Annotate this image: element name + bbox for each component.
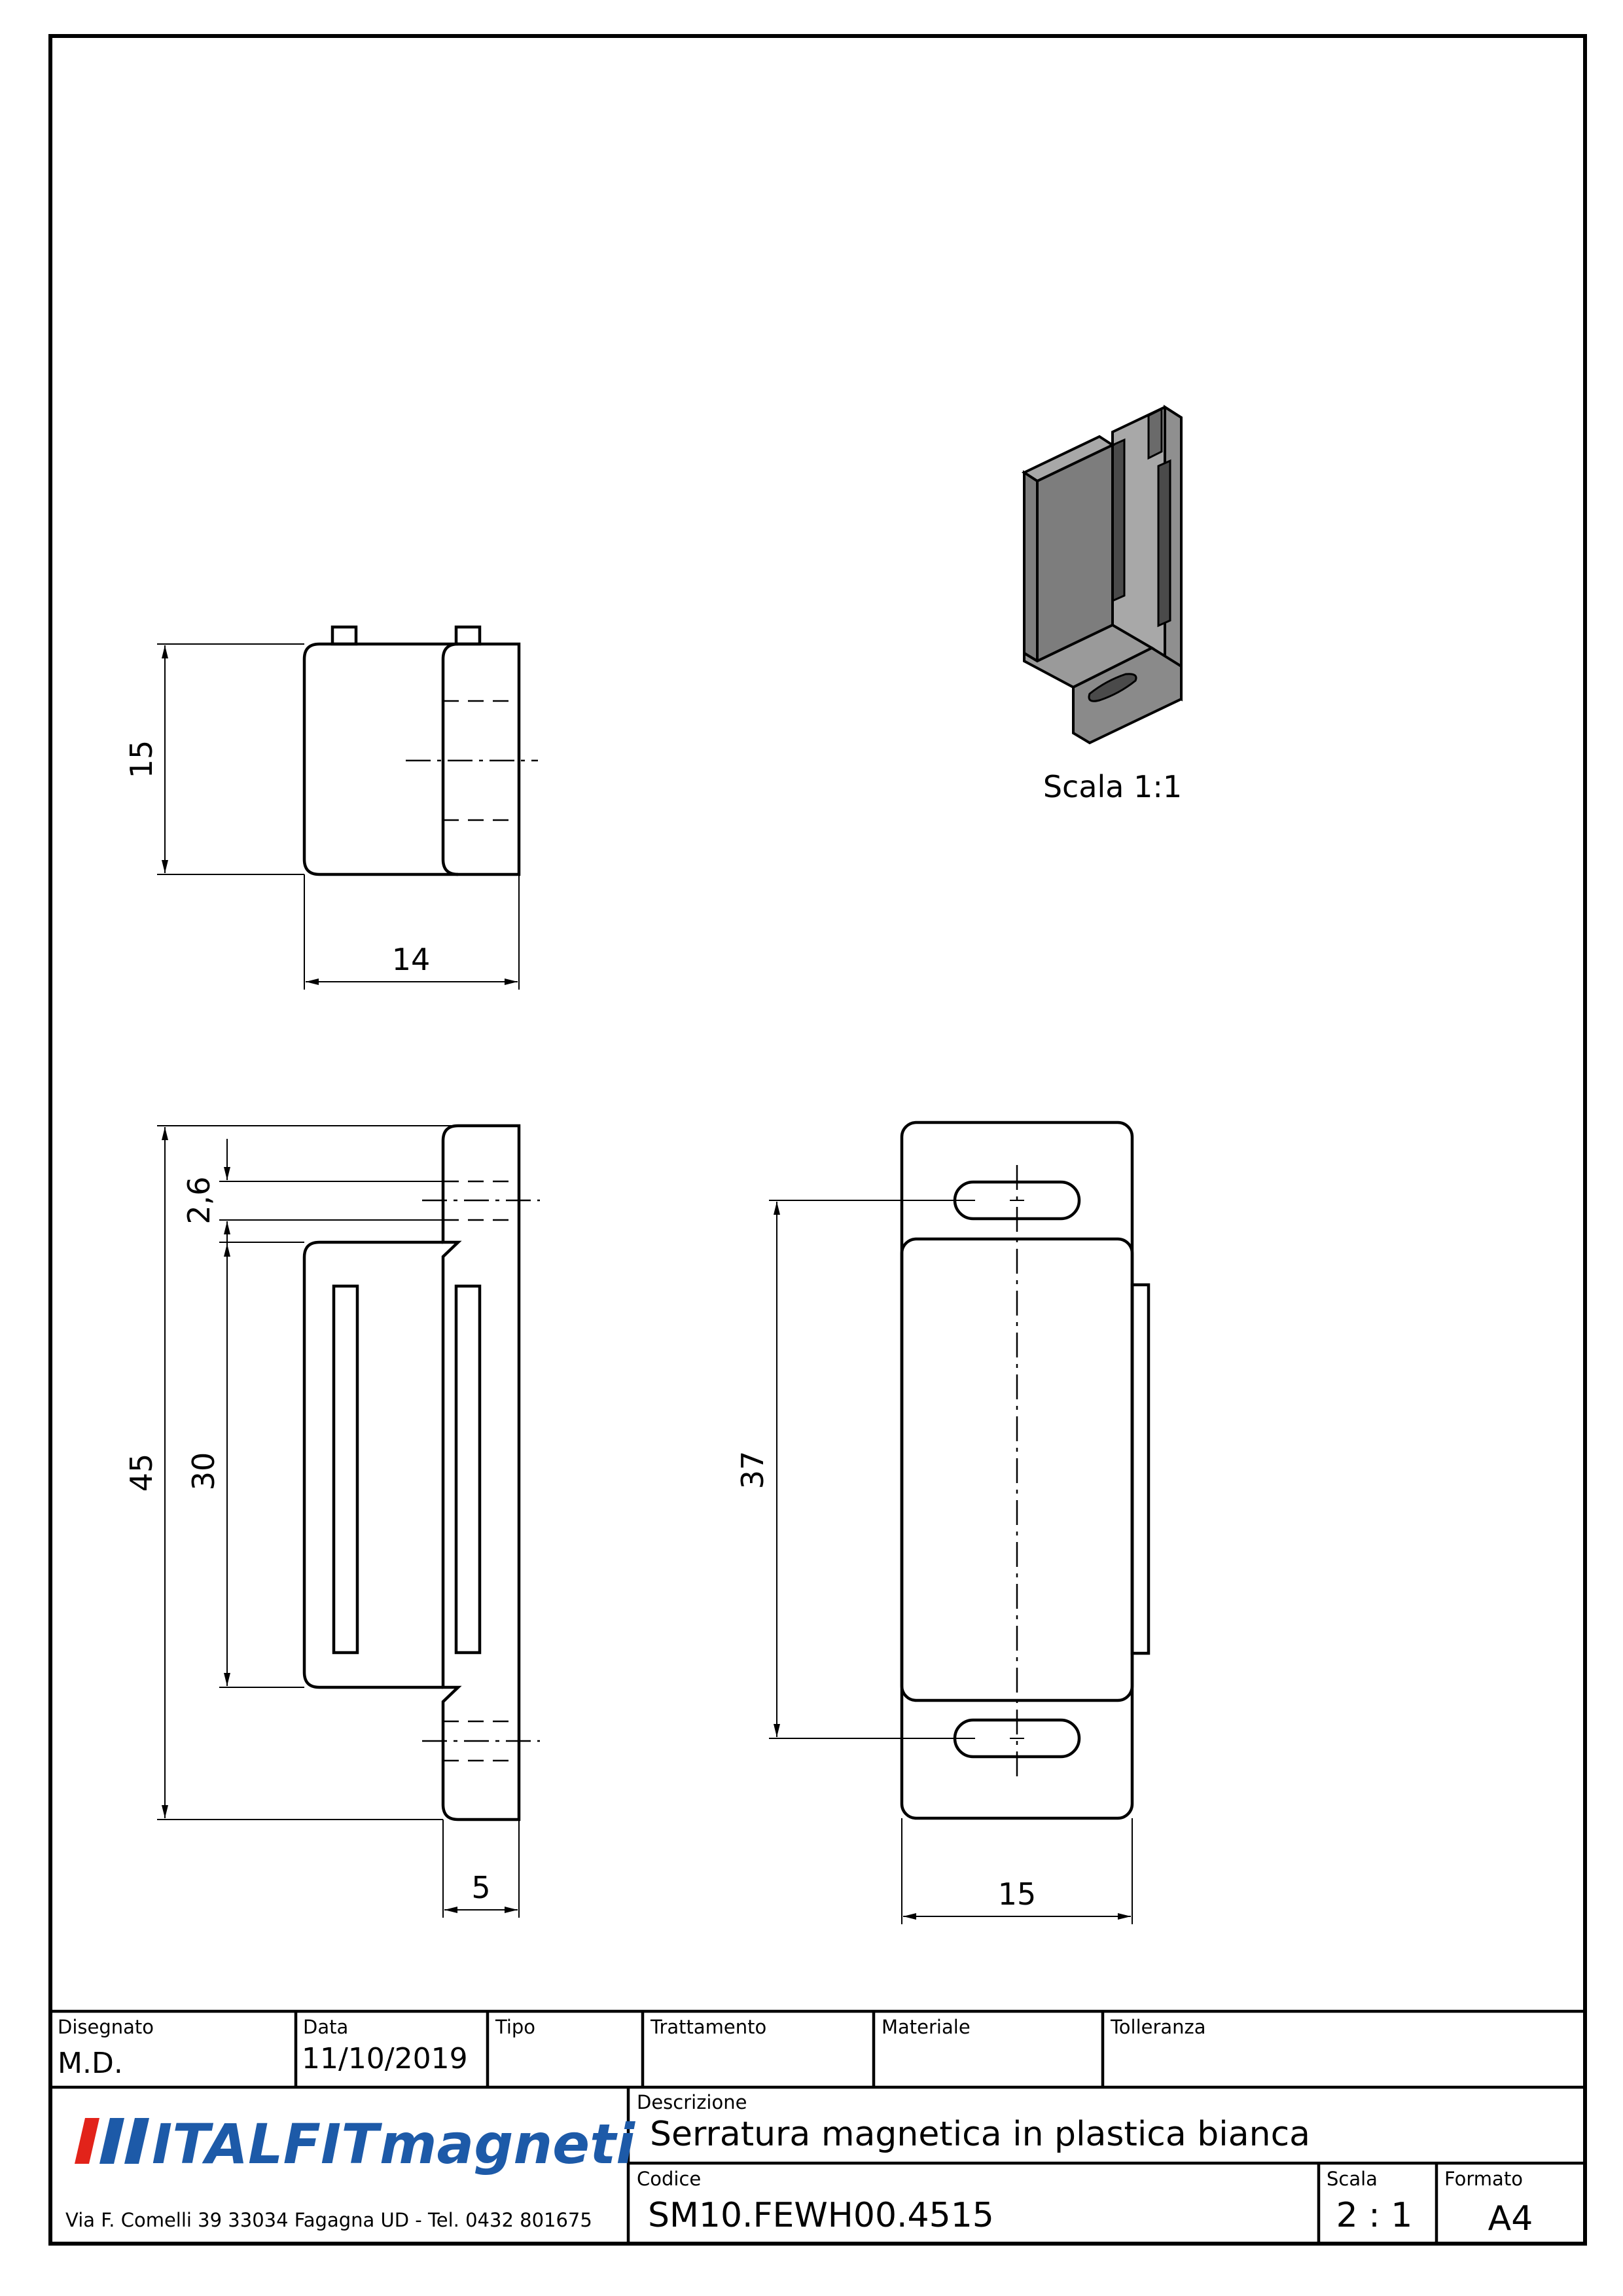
iso-slot-right <box>1157 459 1171 628</box>
dim-side-slot: 2,6 <box>181 1176 217 1224</box>
logo-text-magneti: magneti <box>380 2112 635 2176</box>
format-value: A4 <box>1488 2199 1533 2238</box>
top-view-flange <box>441 642 521 876</box>
logo-text-italfit: ITALFIT <box>152 2112 382 2176</box>
material-label: Materiale <box>882 2016 971 2038</box>
code-label: Codice <box>637 2168 701 2190</box>
scale-value: 2 : 1 <box>1336 2196 1413 2235</box>
scale-label: Scala <box>1327 2168 1378 2190</box>
drawn-label: Disegnato <box>58 2016 154 2038</box>
description-label: Descrizione <box>637 2091 747 2113</box>
dim-side-inner: 30 <box>186 1452 221 1491</box>
iso-scale-label: Scala 1:1 <box>1043 769 1182 804</box>
side-view-slot-right <box>454 1284 482 1655</box>
company-logo: ITALFIT magneti <box>75 2112 635 2176</box>
dim-front-width: 15 <box>998 1876 1037 1912</box>
type-label: Tipo <box>495 2016 535 2038</box>
top-view-body <box>302 642 458 876</box>
drawing-frame <box>48 34 1587 2246</box>
side-view-flange <box>441 1124 521 1821</box>
dim-front-holes: 37 <box>735 1451 770 1490</box>
side-view-slot-left <box>332 1284 359 1655</box>
dim-side-total: 45 <box>124 1454 159 1492</box>
side-view-body <box>302 1240 443 1689</box>
logo-stripe-red <box>75 2118 99 2164</box>
dim-top-height: 15 <box>124 740 159 779</box>
front-view: 37 15 <box>735 1121 1150 1924</box>
isometric-view: Scala 1:1 <box>1021 404 1183 804</box>
iso-slot-left <box>1111 438 1126 603</box>
logo-stripe-blue-2 <box>124 2118 149 2164</box>
top-view-pin-left <box>330 625 358 646</box>
title-block: Disegnato M.D. Data 11/10/2019 Tipo Trat… <box>50 2009 1585 2244</box>
description-value: Serratura magnetica in plastica bianca <box>650 2115 1310 2154</box>
front-view-tab <box>1130 1283 1150 1655</box>
code-value: SM10.FEWH00.4515 <box>648 2196 994 2235</box>
side-view: 45 30 2,6 5 <box>124 1124 540 1918</box>
company-address: Via F. Comelli 39 33034 Fagagna UD - Tel… <box>65 2209 592 2231</box>
top-view-pin-right <box>454 625 482 646</box>
iso-lower-hole <box>1088 673 1137 702</box>
iso-lower-tab <box>1072 646 1183 745</box>
date-value: 11/10/2019 <box>302 2042 468 2075</box>
dim-side-flange: 5 <box>471 1870 490 1905</box>
format-label: Formato <box>1444 2168 1523 2190</box>
dim-top-width: 14 <box>392 942 431 977</box>
date-label: Data <box>303 2016 348 2038</box>
iso-body-face <box>1036 442 1114 664</box>
iso-body-front <box>1023 470 1039 664</box>
drawn-value: M.D. <box>58 2047 123 2080</box>
tolerance-label: Tolleranza <box>1110 2016 1206 2038</box>
treatment-label: Trattamento <box>650 2016 766 2038</box>
logo-stripe-blue-1 <box>99 2118 124 2164</box>
top-view: 15 14 <box>124 625 538 990</box>
